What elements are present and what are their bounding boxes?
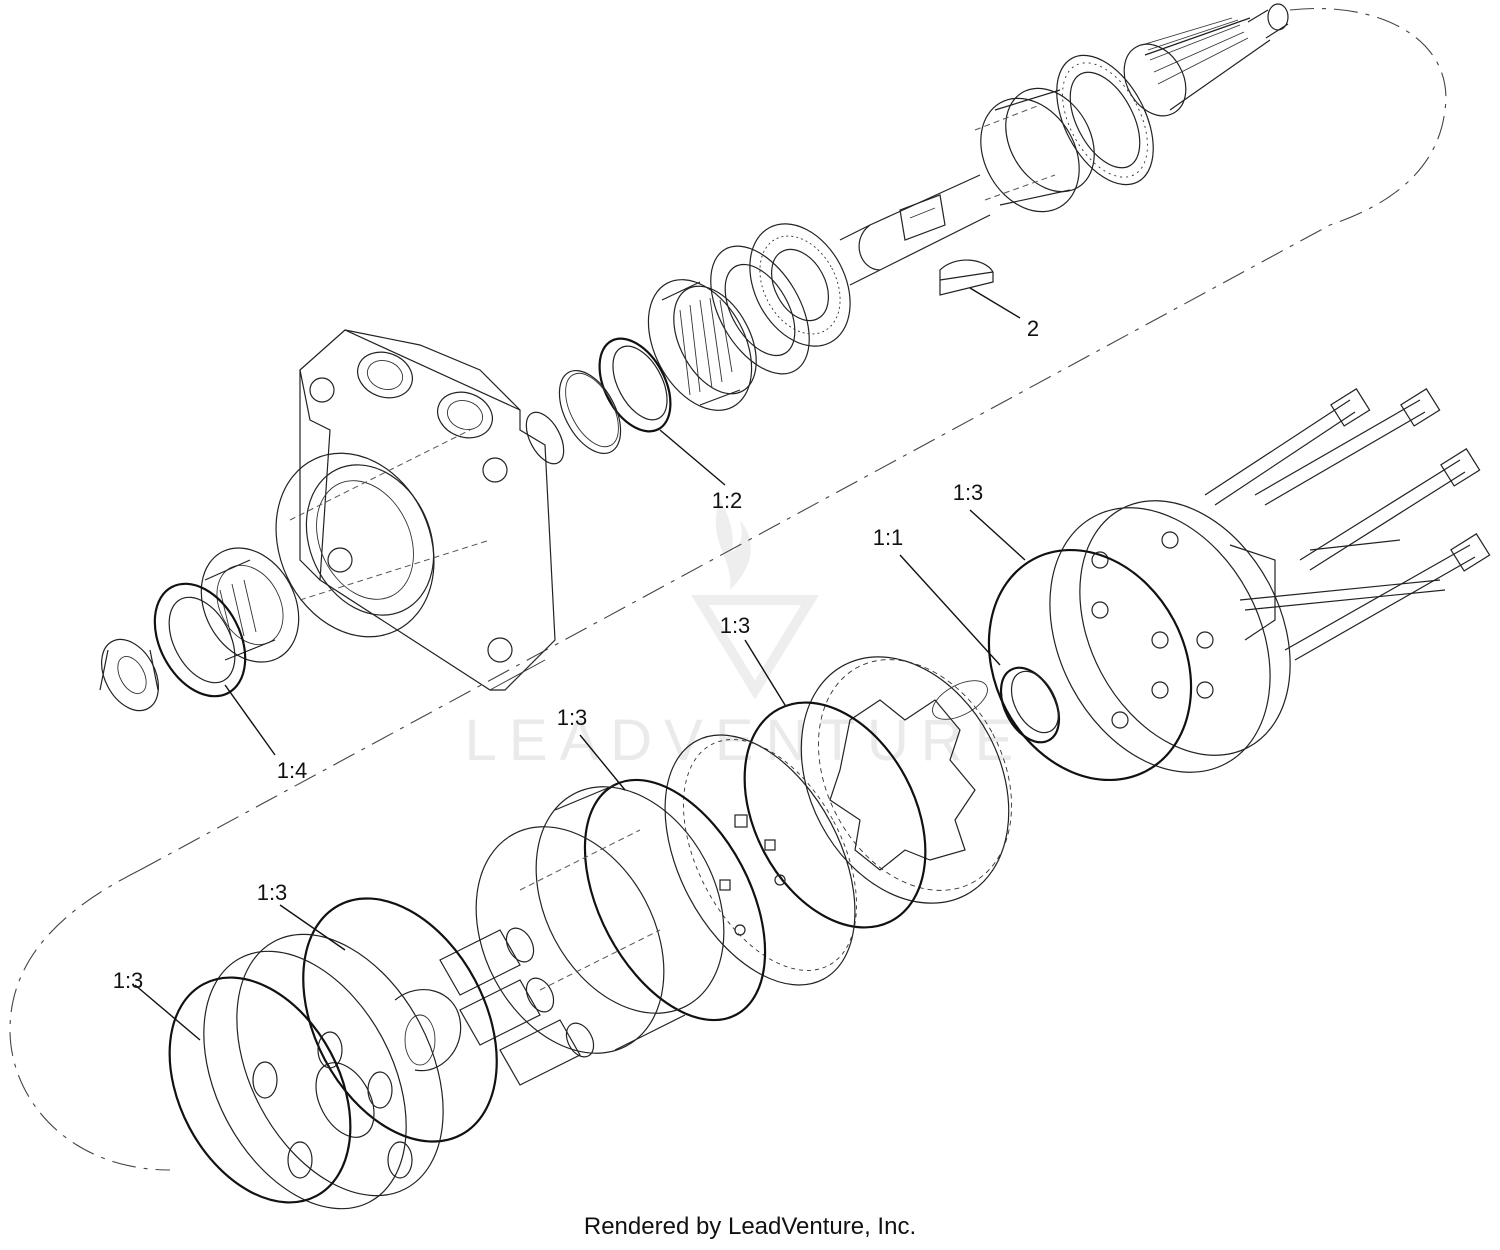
callout-1-3-a: 1:3 [953,480,984,505]
motor-housing [275,329,556,691]
leader-1-3-c [579,734,626,791]
small-seal-ring [999,666,1061,744]
callout-1-3-b: 1:3 [720,613,751,638]
callout-1-1: 1:1 [873,525,904,550]
snap-ring [558,369,622,455]
leader-lines [134,287,1026,1041]
phantom-group-outline-lower [9,869,171,1171]
leader-1-2 [659,429,726,486]
valve-plate [664,734,857,986]
leader-1-1 [899,554,1001,666]
end-cover-with-bolts [1049,388,1491,773]
woodruff-key [939,259,994,296]
small-washer [525,411,565,465]
leader-1-3-e [134,984,201,1041]
leadventure-watermark-logo [691,500,819,700]
callout-1-4: 1:4 [277,758,308,783]
o-ring-valve-housing [583,778,767,1022]
leader-1-3-b [744,639,786,706]
output-shaft [839,3,1289,286]
front-tapered-bearing [200,547,300,663]
callout-1-3-e: 1:3 [113,968,144,993]
leader-1-3-d [279,904,346,951]
callout-2: 2 [1027,316,1039,341]
port-plate-housing [203,933,444,1210]
leader-1-3-a [969,509,1026,561]
callout-labels: 2 1:2 1:4 1:3 1:1 1:3 1:3 1:3 1:3 [113,316,1039,993]
o-ring-end-cover [987,548,1193,782]
needle-bearing [647,279,757,411]
callout-1-3-c: 1:3 [557,705,588,730]
leader-2 [969,287,1021,319]
rendered-by-footer: Rendered by LeadVenture, Inc. [583,1213,917,1240]
leader-1-4 [224,684,276,756]
o-ring-middle [743,701,927,929]
front-seal [153,582,247,698]
callout-1-2: 1:2 [712,488,743,513]
watermark-text: LEADVENTURE [465,708,1026,773]
thrust-washer [710,245,810,375]
shaft-seal [598,337,672,433]
valve-housing [475,784,725,1054]
o-ring-outer [168,976,352,1204]
needle-thrust-bearing [749,223,851,347]
o-ring-lower [302,897,498,1143]
gerotor-star-plate [800,656,1012,904]
castle-nut [99,638,159,712]
tie-bolts [1204,388,1491,661]
callout-1-3-d: 1:3 [257,880,288,905]
